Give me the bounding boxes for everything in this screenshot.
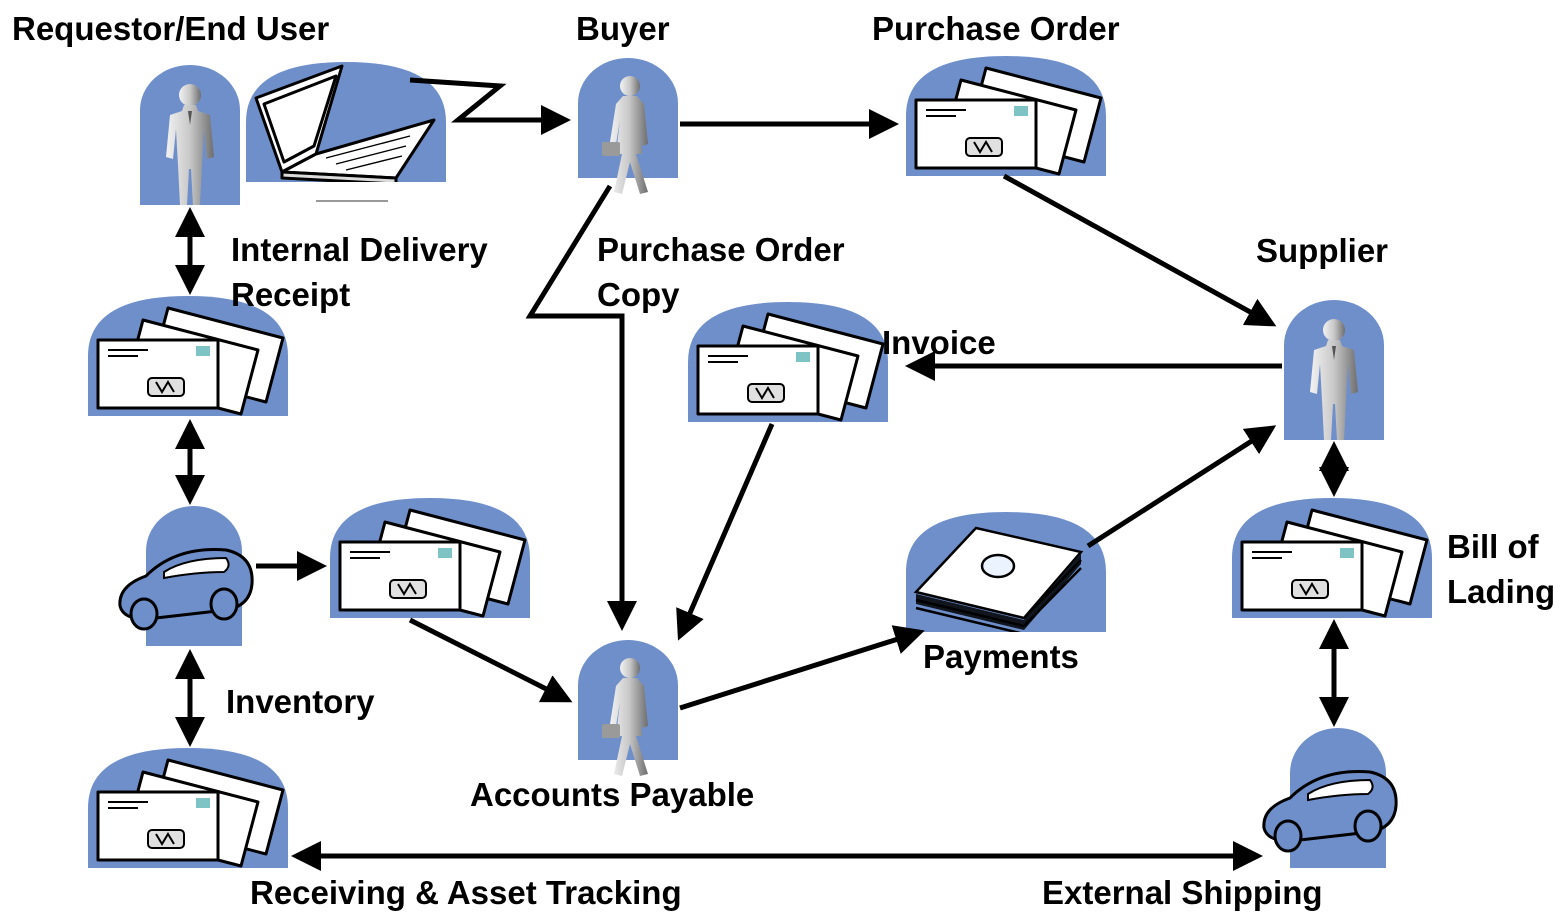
external-shipping-car-icon xyxy=(1262,728,1398,868)
po-copy-label-line2: Copy xyxy=(597,276,680,313)
internal-delivery-label-line2: Receipt xyxy=(231,276,351,313)
invoice-label: Invoice xyxy=(882,324,996,361)
external-shipping-label: External Shipping xyxy=(1042,874,1323,911)
bill-of-lading-document-icon xyxy=(1232,498,1432,618)
internal-delivery-label-line1: Internal Delivery xyxy=(231,231,488,268)
purchase-order-label: Purchase Order xyxy=(872,10,1120,47)
supplier-person-icon xyxy=(1284,300,1384,440)
bill-of-lading-label-line1: Bill of xyxy=(1447,528,1539,565)
payments-money-icon xyxy=(906,512,1106,632)
inventory-label: Inventory xyxy=(226,683,375,720)
requestor-label: Requestor/End User xyxy=(12,10,330,47)
buyer-label: Buyer xyxy=(576,10,670,47)
bill-of-lading-label-line2: Lading xyxy=(1447,573,1556,610)
inventory-car-icon xyxy=(118,506,254,646)
supplier-label: Supplier xyxy=(1256,232,1389,269)
laptop-to-buyer-arrow xyxy=(409,77,571,135)
accounts-payable-to-payments-arrow xyxy=(679,625,925,711)
accounts-payable-person-icon xyxy=(578,640,678,776)
requestor-person-icon xyxy=(140,65,240,205)
inventory-doc-to-accounts-payable-arrow xyxy=(408,617,573,703)
purchase-order-to-supplier-arrow xyxy=(1002,173,1277,327)
accounts-payable-label: Accounts Payable xyxy=(470,776,755,813)
payments-to-supplier-arrow xyxy=(1086,425,1277,549)
inventory-document-icon xyxy=(330,498,530,618)
invoice-to-accounts-payable-arrow xyxy=(676,423,775,641)
buyer-person-icon xyxy=(578,58,678,194)
invoice-document-icon xyxy=(688,302,888,422)
payments-label: Payments xyxy=(923,638,1079,675)
receiving-label: Receiving & Asset Tracking xyxy=(250,874,682,911)
po-copy-label-line1: Purchase Order xyxy=(597,231,845,268)
po-copy-to-accounts-payable-arrow xyxy=(525,184,637,631)
receiving-document-icon xyxy=(88,748,288,868)
purchase-order-document-icon xyxy=(906,56,1106,176)
